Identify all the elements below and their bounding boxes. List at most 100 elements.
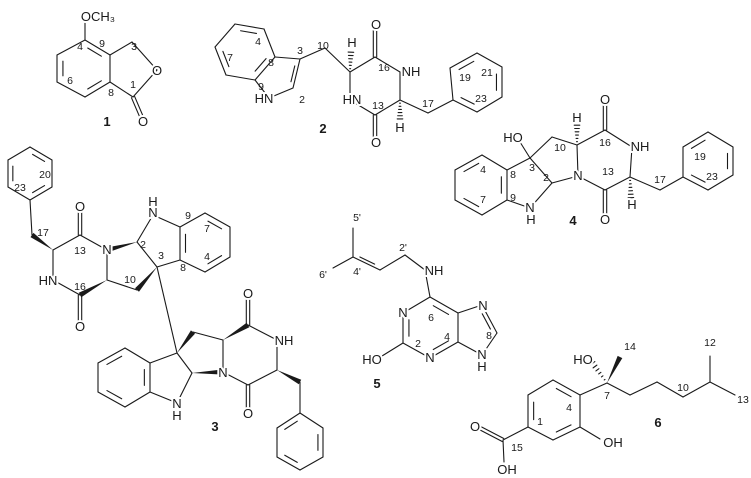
- atom-label: O: [75, 199, 85, 214]
- atom-number-label: 4: [480, 164, 486, 176]
- atom-number-label: 2': [399, 242, 407, 254]
- single-bond: [299, 456, 324, 471]
- single-bond: [402, 296, 431, 314]
- single-bond: [29, 199, 33, 236]
- single-bond: [132, 69, 158, 98]
- single-bond: [179, 259, 206, 273]
- atom-number-label: 5': [353, 212, 361, 224]
- atom-label: N: [477, 347, 486, 362]
- single-bond: [247, 324, 278, 341]
- atom-number-label: 2: [140, 239, 146, 251]
- atom-label: NH: [425, 263, 444, 278]
- atom-number-label: 2: [299, 94, 305, 106]
- compound-5-structure: [332, 227, 498, 359]
- single-bond: [349, 56, 376, 73]
- single-bond: [529, 157, 553, 184]
- single-bond: [577, 175, 606, 191]
- single-bond: [381, 342, 404, 357]
- single-bond: [97, 347, 126, 364]
- single-bond: [156, 259, 181, 268]
- single-bond: [7, 146, 31, 161]
- single-bond: [682, 131, 709, 148]
- atom-number-label: 17: [422, 98, 434, 110]
- atom-number-label: 10: [124, 274, 136, 286]
- inner-double-bond: [32, 185, 46, 194]
- single-bond: [214, 23, 236, 48]
- atom-number-label: 6': [319, 269, 327, 281]
- single-bond: [682, 176, 709, 191]
- atom-number-label: 4': [353, 266, 361, 278]
- single-bond: [502, 439, 505, 463]
- inner-double-bond: [690, 174, 706, 183]
- atom-label: H: [526, 212, 535, 227]
- inner-double-bond: [32, 153, 46, 162]
- single-bond: [149, 352, 178, 364]
- single-bond: [179, 212, 206, 228]
- atom-number-label: 20: [39, 169, 51, 181]
- single-bond: [629, 381, 658, 396]
- single-bond: [527, 379, 554, 396]
- atom-number-label: 1: [537, 416, 543, 428]
- atom-number-label: 19: [459, 72, 471, 84]
- atom-number-label: 4: [444, 331, 450, 343]
- double-bond: [130, 97, 141, 120]
- hashed-bond: [600, 375, 604, 378]
- single-bond: [629, 146, 633, 178]
- atom-number-label: 2: [415, 338, 421, 350]
- single-bond: [519, 141, 531, 159]
- atom-label: OCH₃: [81, 9, 115, 24]
- wedge-bond: [135, 267, 157, 292]
- atom-label: H: [172, 408, 181, 423]
- single-bond: [454, 199, 483, 216]
- wedge-bond: [223, 322, 250, 340]
- single-bond: [552, 379, 581, 396]
- atom-number-label: 8: [486, 330, 492, 342]
- wedge-bond: [607, 355, 623, 383]
- atom-label: N: [148, 205, 157, 220]
- single-bond: [707, 131, 734, 148]
- atom-label: HO: [362, 352, 382, 367]
- inner-double-bond: [284, 420, 298, 430]
- double-bond: [478, 424, 505, 440]
- atom-label: NH: [402, 64, 421, 79]
- atom-number-label: 19: [694, 151, 706, 163]
- compound-4-structure: [454, 103, 734, 217]
- single-bond: [449, 67, 454, 101]
- single-bond: [324, 47, 351, 73]
- atom-label: N: [525, 200, 534, 215]
- inner-double-bond: [87, 80, 102, 90]
- compound-number: 6: [654, 415, 661, 430]
- single-bond: [454, 154, 483, 171]
- single-bond: [29, 186, 53, 201]
- atom-number-label: 4: [255, 36, 261, 48]
- inner-double-bond: [207, 255, 223, 265]
- single-bond: [56, 39, 86, 56]
- compound-number: 3: [211, 419, 218, 434]
- single-bond: [299, 412, 324, 429]
- single-bond: [606, 382, 631, 396]
- atom-number-label: 3: [131, 41, 137, 53]
- single-bond: [604, 176, 631, 191]
- atom-label: N: [398, 305, 407, 320]
- atom-label: H: [477, 359, 486, 374]
- atom-label: O: [371, 17, 381, 32]
- inner-double-bond: [481, 313, 491, 330]
- atom-number-label: 13: [74, 245, 86, 257]
- bond-layer: [7, 22, 736, 471]
- inner-double-bond: [254, 58, 267, 72]
- single-bond: [399, 99, 429, 114]
- atom-number-label: 17: [37, 227, 49, 239]
- single-bond: [124, 391, 151, 408]
- inner-double-bond: [460, 97, 475, 105]
- hashed-bond: [603, 378, 606, 381]
- single-bond: [709, 381, 736, 396]
- single-bond: [604, 129, 633, 148]
- single-bond: [506, 157, 531, 171]
- single-bond: [52, 279, 81, 296]
- atom-number-label: 7: [480, 194, 486, 206]
- compound-2-structure: [214, 23, 503, 140]
